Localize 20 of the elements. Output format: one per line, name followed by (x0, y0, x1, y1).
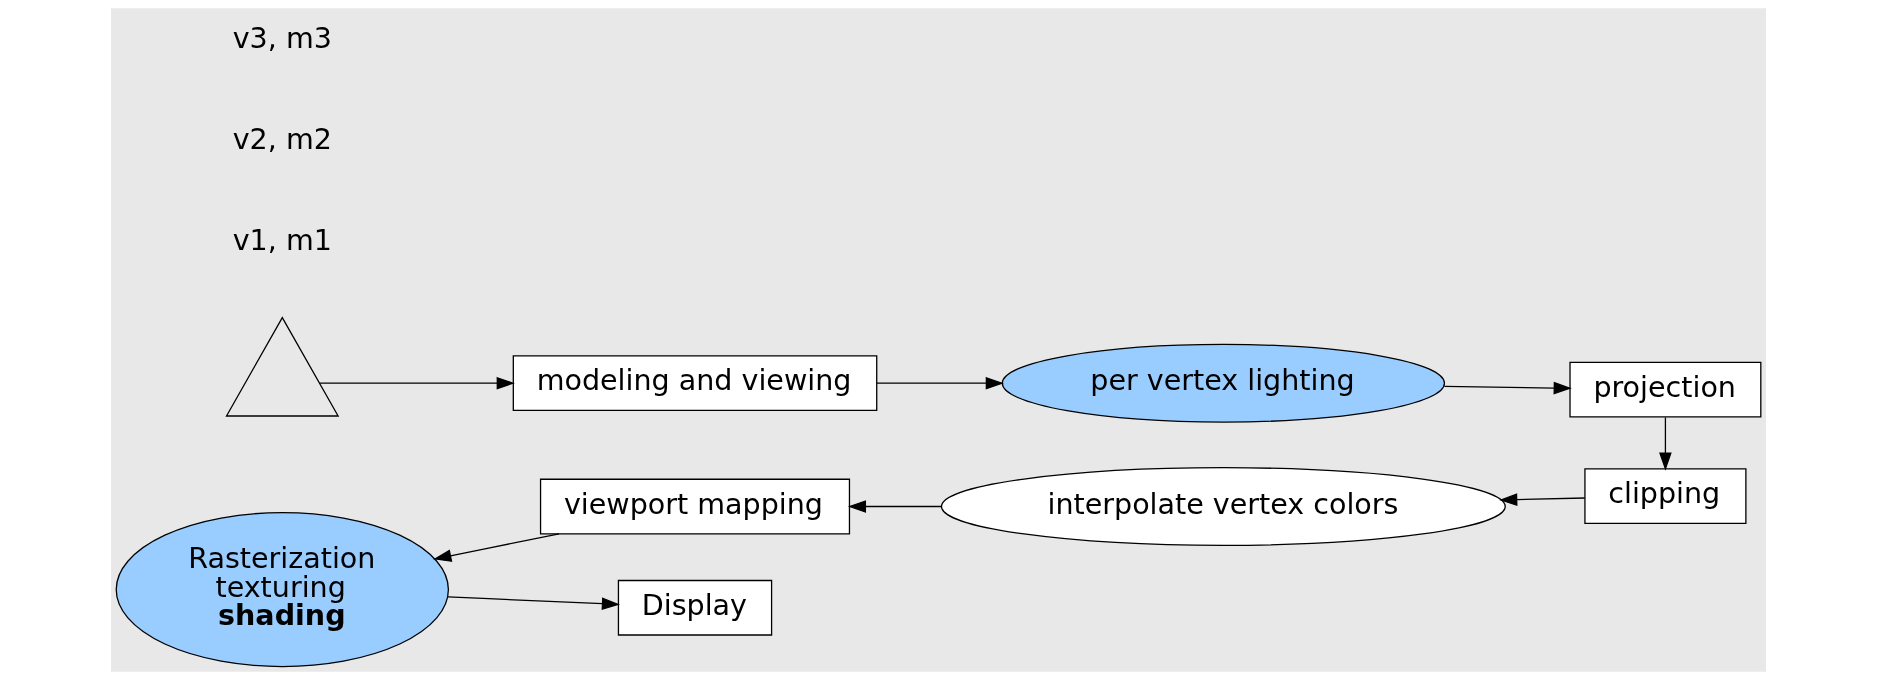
arrow (1499, 493, 1586, 506)
arrow (876, 376, 1004, 390)
arrow (447, 596, 620, 611)
node-ellipse: Rasterization texturing shading (115, 512, 450, 668)
node-box: projection (1569, 361, 1762, 418)
node-ellipse: per vertex lighting (1001, 343, 1446, 423)
arrow (1443, 381, 1572, 395)
node-box: clipping (1584, 468, 1747, 525)
arrow (433, 533, 560, 562)
label: v2, m2 (232, 122, 332, 157)
label: v3, m3 (232, 20, 332, 55)
node-box: Display (617, 579, 773, 636)
node-triangle (225, 316, 340, 417)
node-box: viewport mapping (539, 478, 851, 535)
arrow (319, 376, 515, 390)
node-box: modeling and viewing (512, 355, 878, 412)
arrow (1659, 416, 1672, 471)
arrow (847, 500, 942, 513)
node-ellipse: interpolate vertex colors (940, 467, 1506, 546)
label: v1, m1 (232, 223, 332, 258)
